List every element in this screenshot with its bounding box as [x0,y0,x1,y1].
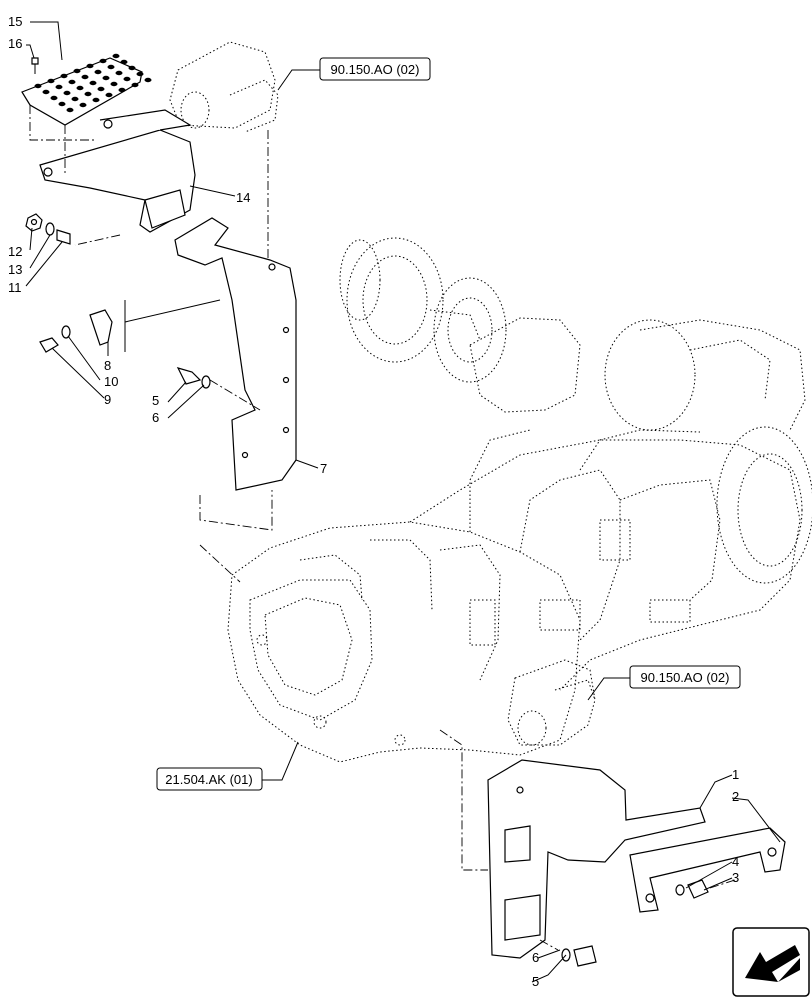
callout-6: 6 [532,950,539,965]
callout-1: 1 [732,767,739,782]
plate-hole [94,69,102,75]
svg-text:21.504.AK (01): 21.504.AK (01) [165,772,252,787]
plate-hole [76,85,84,91]
reference-box-bottom[interactable]: 21.504.AK (01) [156,767,263,791]
support-arm [629,827,786,913]
plate-hole [99,58,107,64]
plate-hole [110,81,118,87]
plate-hole [81,74,89,80]
plate-hole [115,70,123,76]
svg-text:90.150.AO (02): 90.150.AO (02) [331,62,420,77]
plate-hole [71,96,79,102]
step-plate [21,53,152,126]
plate-hole [47,78,55,84]
callout-15: 15 [8,14,22,29]
transmission-housing [227,237,812,763]
support-bracket [174,217,297,491]
plate-hole [144,77,152,83]
plate-hole [105,92,113,98]
plate-hole [42,89,50,95]
upper-mount-block [169,41,279,133]
callout-5: 5 [532,974,539,989]
plate-hole [123,76,131,82]
plate-hole [55,84,63,90]
callout-10: 10 [104,374,118,389]
callout-5: 5 [152,393,159,408]
reference-box-top[interactable]: 90.150.AO (02) [319,57,431,81]
assembly-lines [29,105,736,951]
plate-hole [120,59,128,65]
callout-leaders [25,21,781,983]
plate-hole [73,68,81,74]
callout-7: 7 [320,461,327,476]
lower-support-bracket [487,759,706,959]
lower-mount-block [507,659,596,746]
callout-8: 8 [104,358,111,373]
callout-9: 9 [104,392,111,407]
callout-2: 2 [732,789,739,804]
callout-13: 13 [8,262,22,277]
plate-hole [107,64,115,70]
plate-hole [89,80,97,86]
plate-hole [118,87,126,93]
callout-4: 4 [732,854,739,869]
plate-hole [60,73,68,79]
callout-16: 16 [8,36,22,51]
callout-11: 11 [8,280,22,295]
plate-hole [136,71,144,77]
plate-hole [112,53,120,59]
callout-14: 14 [236,190,250,205]
plate-hole [92,97,100,103]
plate-hole [50,95,58,101]
fasteners [25,57,709,967]
plate-hole [66,107,74,113]
callout-labels: 15 16 14 12 13 11 8 10 9 5 6 7 1 2 4 3 6… [8,14,739,989]
reference-box-mid[interactable]: 90.150.AO (02) [629,665,741,689]
plate-hole [58,101,66,107]
plate-hole [102,75,110,81]
plate-hole [131,82,139,88]
plate-hole [63,90,71,96]
arrow-icon[interactable] [732,927,810,997]
plate-hole [84,91,92,97]
callout-6: 6 [152,410,159,425]
svg-text:90.150.AO (02): 90.150.AO (02) [641,670,730,685]
plate-hole [86,63,94,69]
plate-hole [68,79,76,85]
step-bracket [39,109,196,233]
plate-hole [97,86,105,92]
callout-12: 12 [8,244,22,259]
plate-hole [34,83,42,89]
plate-hole [79,102,87,108]
callout-3: 3 [732,870,739,885]
plate-hole [128,65,136,71]
